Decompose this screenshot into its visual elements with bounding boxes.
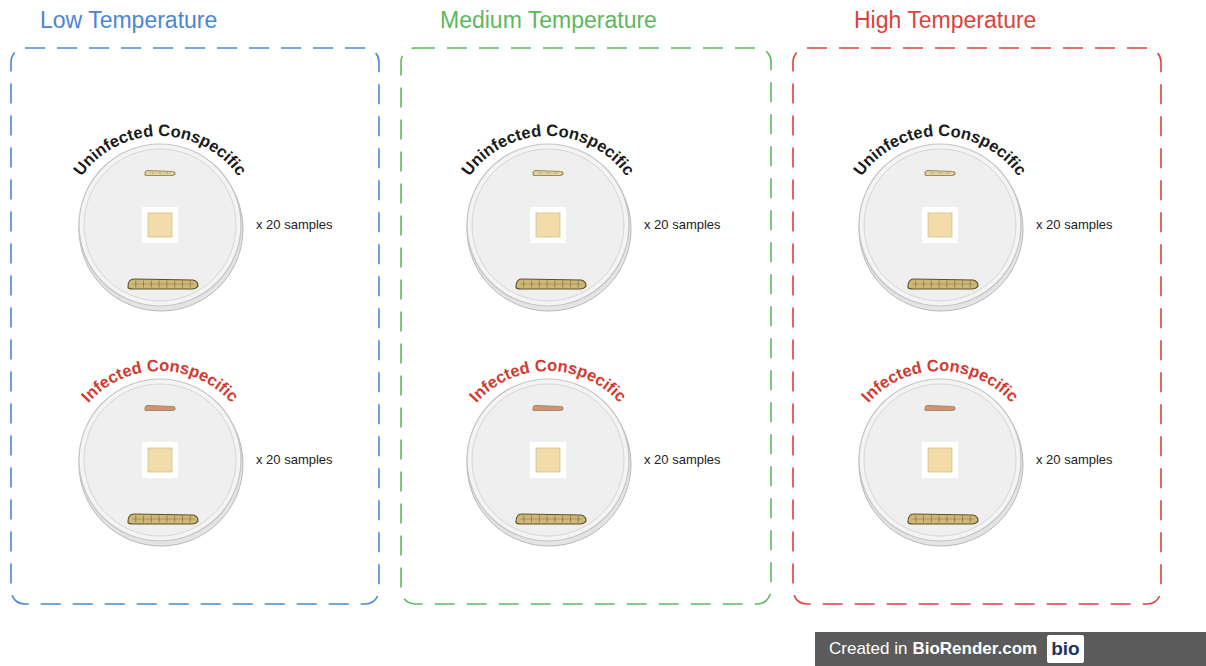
sample-count: x 20 samples — [256, 453, 333, 466]
credit-brand: BioRender.com — [912, 639, 1037, 659]
panel-title: Low Temperature — [40, 9, 217, 32]
dish-label: Infected Conspecific — [77, 356, 242, 405]
sample-count: x 20 samples — [1036, 453, 1113, 466]
dish-label: Uninfected Conspecific — [850, 121, 1031, 179]
credit-text: Created in — [829, 639, 907, 659]
larva — [533, 171, 563, 176]
larva — [533, 406, 563, 411]
sample-count: x 20 samples — [644, 453, 721, 466]
petri-dish: Uninfected Conspecific x 20 samples — [60, 120, 360, 320]
larva — [925, 406, 955, 411]
temperature-panel: High TemperatureUninfected Conspecificx … — [792, 47, 1162, 605]
petri-dish: Uninfected Conspecific x 20 samples — [840, 120, 1140, 320]
petri-dish: Infected Conspecific x 20 samples — [448, 355, 748, 555]
sample-count: x 20 samples — [1036, 218, 1113, 231]
larva — [516, 279, 586, 289]
brand-logo: bio — [1047, 635, 1084, 663]
dish-label: Infected Conspecific — [857, 356, 1022, 405]
larva — [128, 279, 198, 289]
larva — [925, 171, 955, 176]
larva — [516, 514, 586, 524]
temperature-panel: Medium TemperatureUninfected Conspecific… — [400, 47, 772, 605]
dish-label: Infected Conspecific — [465, 356, 630, 405]
petri-dish: Uninfected Conspecific x 20 samples — [448, 120, 748, 320]
petri-dish: Infected Conspecific x 20 samples — [60, 355, 360, 555]
dish-label: Uninfected Conspecific — [458, 121, 639, 179]
sample-count: x 20 samples — [256, 218, 333, 231]
sample-count: x 20 samples — [644, 218, 721, 231]
petri-dish: Infected Conspecific x 20 samples — [840, 355, 1140, 555]
temperature-panel: Low TemperatureUninfected Conspecificx 2… — [10, 47, 380, 605]
larva — [145, 171, 175, 176]
larva — [145, 406, 175, 411]
dish-label: Uninfected Conspecific — [70, 121, 251, 179]
credit-badge: Created inBioRender.com bio — [815, 632, 1206, 666]
larva — [128, 514, 198, 524]
larva — [908, 514, 978, 524]
panel-title: Medium Temperature — [440, 9, 657, 32]
panel-title: High Temperature — [854, 9, 1036, 32]
larva — [908, 279, 978, 289]
